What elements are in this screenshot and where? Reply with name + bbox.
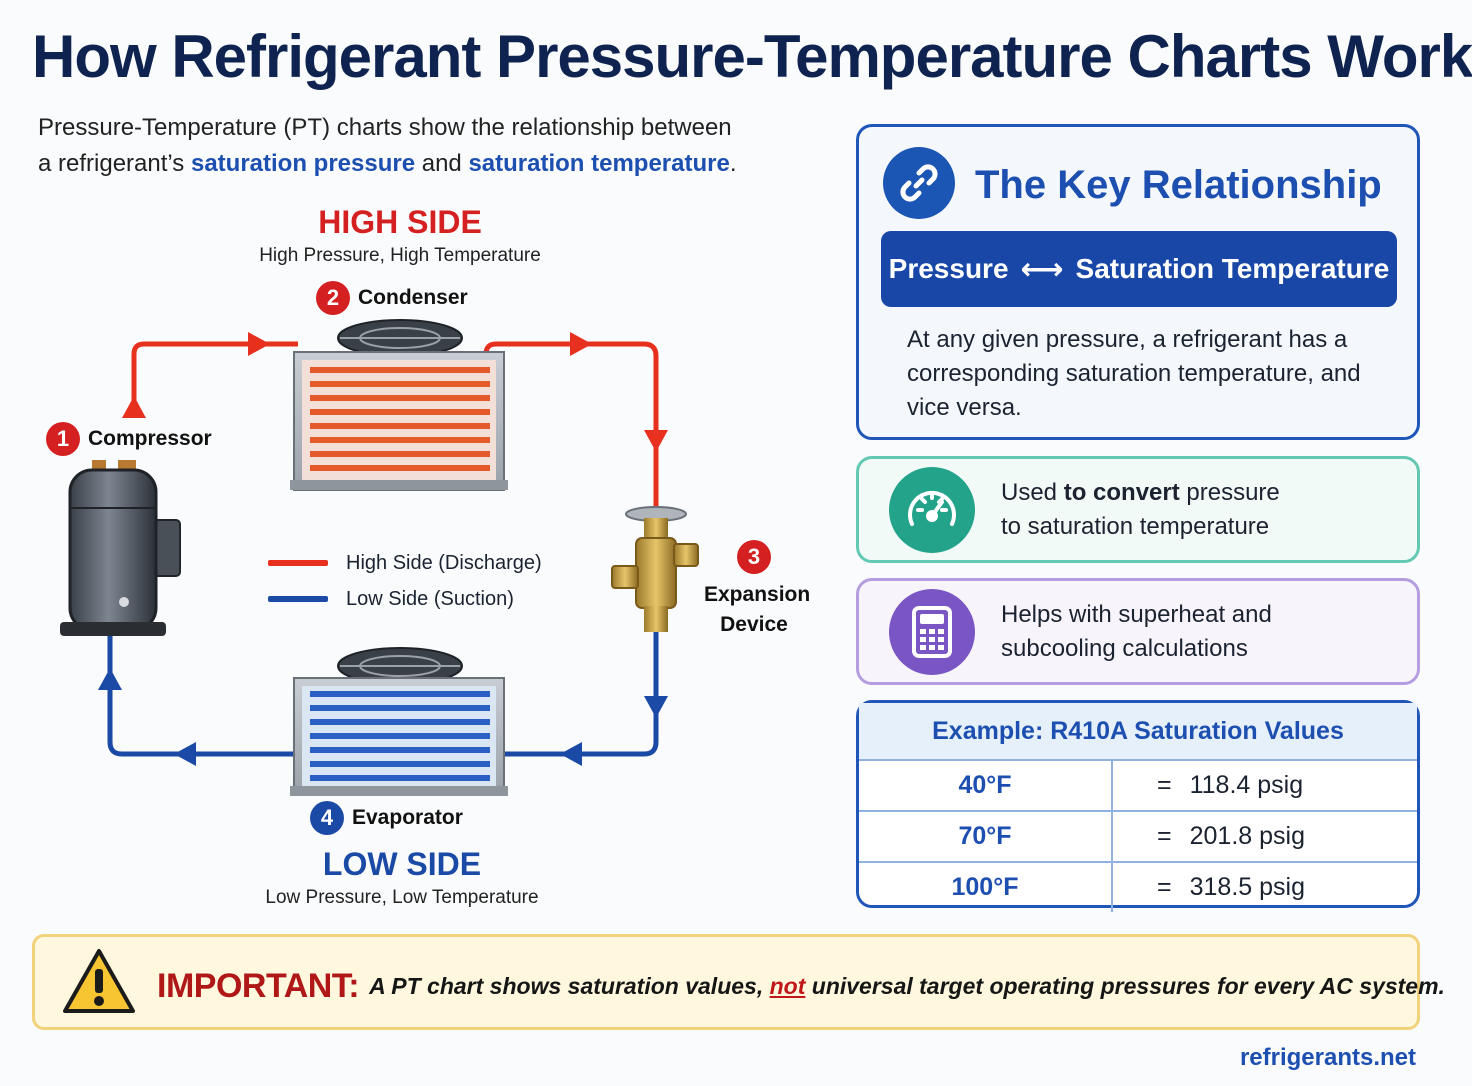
compressor-illustration <box>60 460 181 636</box>
text: pressure <box>1179 478 1280 506</box>
evaporator-label: 4 Evaporator <box>310 801 463 835</box>
intro-text: and <box>415 150 469 177</box>
table-value-cell: = 201.8 psig <box>1113 812 1305 861</box>
feature-convert-text: Used to convert pressure to saturation t… <box>1001 476 1280 544</box>
text: universal target operating pressures for… <box>805 973 1445 999</box>
condenser-label-text: Condenser <box>358 286 468 309</box>
expansion-label-line-1: Expansion <box>704 583 811 606</box>
legend-swatch-red <box>268 560 328 566</box>
feature-convert-line-1: Used to convert pressure <box>1001 476 1280 510</box>
text: A PT chart shows saturation values, <box>369 973 770 999</box>
equals-sign: = <box>1157 873 1172 901</box>
important-banner: IMPORTANT: A PT chart shows saturation va… <box>32 934 1445 1030</box>
table-row: 40°F = 118.4 psig <box>859 761 1417 812</box>
low-side-arrows <box>98 668 668 766</box>
evaporator-label-text: Evaporator <box>352 806 463 829</box>
table-title: Example: R410A Saturation Values <box>859 703 1417 761</box>
expansion-device-label: 3 Expansion Device <box>704 540 811 640</box>
feature-calculations-text: Helps with superheat and subcooling calc… <box>1001 598 1272 666</box>
equals-sign: = <box>1157 822 1172 850</box>
table-value-cell: = 118.4 psig <box>1113 761 1303 810</box>
condenser-label: 2 Condenser <box>316 281 468 315</box>
page-title: How Refrigerant Pressure-Temperature Cha… <box>32 23 1472 90</box>
pressure-value: 118.4 psig <box>1189 771 1304 799</box>
high-side-subtitle: High Pressure, High Temperature <box>259 245 541 266</box>
legend-label: High Side (Discharge) <box>346 551 542 574</box>
key-relationship-card: The Key Relationship Pressure ⟷ Saturati… <box>856 124 1420 440</box>
legend-item-low-side: Low Side (Suction) <box>268 581 542 617</box>
table-row: 100°F = 318.5 psig <box>859 863 1417 912</box>
pressure-value: 201.8 psig <box>1189 822 1305 850</box>
compressor-label: 1 Compressor <box>46 422 212 456</box>
legend-label: Low Side (Suction) <box>346 587 514 610</box>
feature-convert-line-2: to saturation temperature <box>1001 512 1270 540</box>
important-label: IMPORTANT: <box>157 967 360 1005</box>
warning-icon <box>63 949 135 1013</box>
gauge-icon <box>889 466 975 553</box>
refrigeration-cycle-diagram <box>60 319 699 796</box>
intro-text: a refrigerant’s <box>38 150 191 177</box>
key-card-title: The Key Relationship <box>975 163 1382 207</box>
expansion-label-line-2: Device <box>720 613 788 636</box>
term-saturation-temperature: saturation temperature <box>468 150 730 177</box>
pressure-value: 318.5 psig <box>1189 873 1305 901</box>
step-number-badge: 1 <box>46 422 80 456</box>
step-number-badge: 2 <box>316 281 350 315</box>
low-side-subtitle: Low Pressure, Low Temperature <box>265 887 539 908</box>
key-relationship-band: Pressure ⟷ Saturation Temperature <box>881 231 1397 307</box>
diagram-legend: High Side (Discharge) Low Side (Suction) <box>268 545 542 617</box>
table-value-cell: = 318.5 psig <box>1113 863 1305 912</box>
key-card-description: At any given pressure, a refrigerant has… <box>907 326 1361 421</box>
low-side-title: LOW SIDE <box>322 846 482 882</box>
evaporator-illustration <box>290 647 508 796</box>
term-saturation-pressure: saturation pressure <box>190 150 416 177</box>
double-arrow-icon: ⟷ <box>1020 252 1064 286</box>
intro-line-2: a refrigerant’s saturation pressure and … <box>38 146 798 182</box>
high-side-arrows <box>122 332 668 452</box>
expansion-device-illustration <box>611 506 699 632</box>
equals-sign: = <box>1157 771 1172 799</box>
legend-item-high-side: High Side (Discharge) <box>268 545 542 581</box>
band-pressure: Pressure <box>888 253 1009 284</box>
compressor-label-text: Compressor <box>88 427 212 450</box>
condenser-illustration <box>290 319 508 491</box>
intro-paragraph: Pressure-Temperature (PT) charts show th… <box>38 110 798 182</box>
important-text: IMPORTANT: A PT chart shows saturation va… <box>157 967 1445 1006</box>
table-temp-cell: 100°F <box>859 863 1113 912</box>
feature-calculations-card: Helps with superheat and subcooling calc… <box>856 578 1420 685</box>
emphasis-not: not <box>769 973 806 999</box>
emphasis-text: to convert <box>1063 478 1180 506</box>
site-credit: refrigerants.net <box>1239 1044 1416 1071</box>
table-temp-cell: 70°F <box>859 812 1113 861</box>
intro-text: . <box>729 150 737 177</box>
high-side-label: HIGH SIDE High Pressure, High Temperatur… <box>200 204 600 267</box>
feature-calculations-line-1: Helps with superheat and <box>1001 600 1272 628</box>
example-table: Example: R410A Saturation Values 40°F =1… <box>856 700 1420 912</box>
feature-convert-card: Used to convert pressure to saturation t… <box>856 456 1420 563</box>
step-number-badge: 4 <box>310 801 344 835</box>
low-side-pipe <box>107 630 659 757</box>
high-side-title: HIGH SIDE <box>318 204 482 240</box>
legend-swatch-blue <box>268 596 328 602</box>
calculator-icon <box>889 588 975 675</box>
table-temp-cell: 40°F <box>859 761 1113 810</box>
step-number-badge: 3 <box>737 540 771 574</box>
table-row: 70°F = 201.8 psig <box>859 812 1417 863</box>
feature-calculations-line-2: subcooling calculations <box>1001 634 1248 662</box>
low-side-label: LOW SIDE Low Pressure, Low Temperature <box>202 846 602 909</box>
link-icon <box>883 147 955 219</box>
text: Used <box>1001 478 1064 506</box>
intro-line-1: Pressure-Temperature (PT) charts show th… <box>38 114 732 141</box>
band-saturation-temperature: Saturation Temperature <box>1075 253 1390 284</box>
